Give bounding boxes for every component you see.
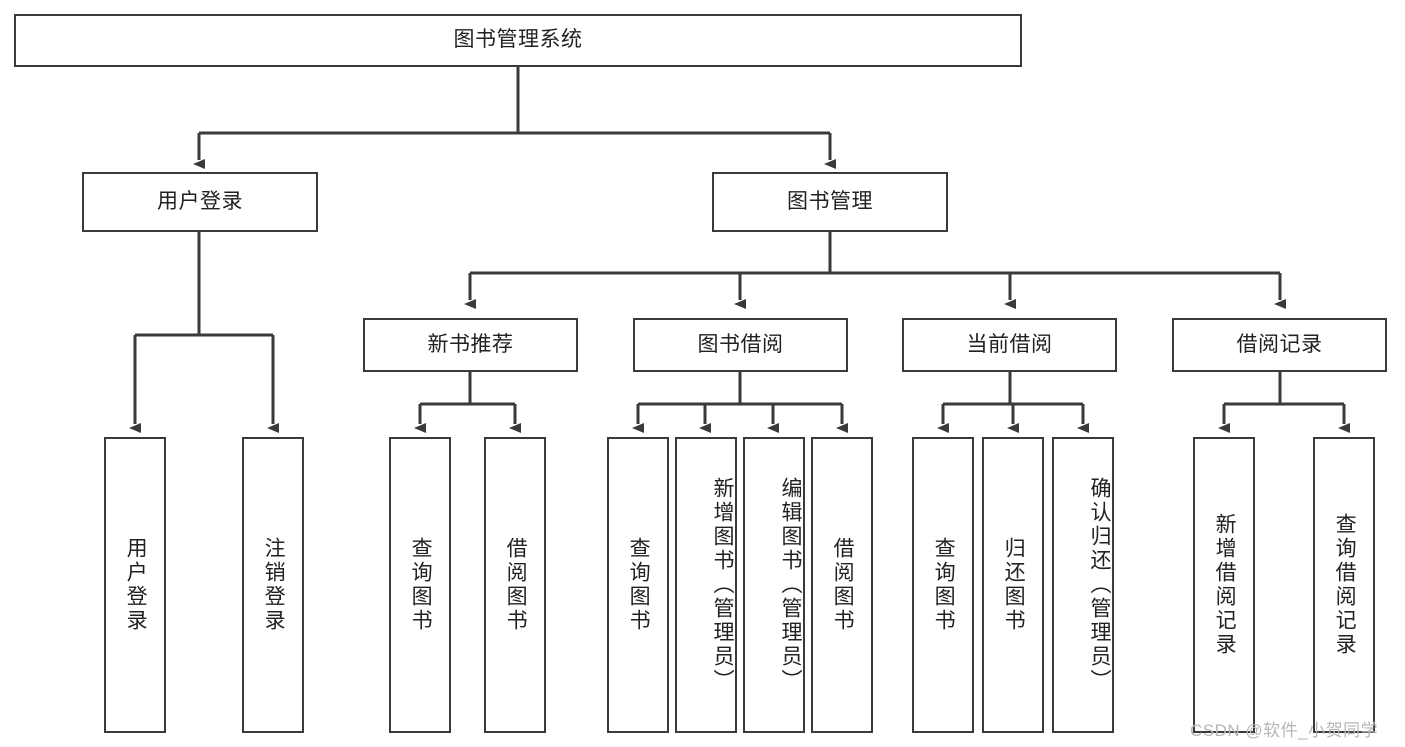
node-leaf-user-login[interactable]: 用户登录 — [104, 437, 166, 733]
node-leaf-query-book-3[interactable]: 查询图书 — [912, 437, 974, 733]
node-new-book-recommend-label: 新书推荐 — [427, 332, 514, 356]
node-book-borrow-label: 图书借阅 — [697, 332, 784, 356]
node-root-label: 图书管理系统 — [453, 28, 583, 52]
node-leaf-query-book-1[interactable]: 查询图书 — [389, 437, 451, 733]
node-leaf-borrow-book-2[interactable]: 借阅图书 — [811, 437, 873, 733]
node-new-book-recommend[interactable]: 新书推荐 — [363, 318, 578, 372]
node-leaf-query-book-1-label: 查询图书 — [409, 537, 433, 633]
node-leaf-edit-book[interactable]: 编辑图书（管理员） — [743, 437, 805, 733]
node-current-borrow-label: 当前借阅 — [966, 332, 1053, 356]
node-leaf-user-login-label: 用户登录 — [124, 537, 148, 633]
node-book-manage-label: 图书管理 — [787, 189, 873, 213]
node-leaf-return-book[interactable]: 归还图书 — [982, 437, 1044, 733]
node-leaf-edit-book-label: 编辑图书（管理员） — [779, 477, 802, 693]
node-leaf-query-record-label: 查询借阅记录 — [1333, 513, 1357, 657]
node-leaf-confirm-return[interactable]: 确认归还（管理员） — [1052, 437, 1114, 733]
node-leaf-borrow-book-2-label: 借阅图书 — [831, 537, 855, 633]
node-user-login[interactable]: 用户登录 — [82, 172, 318, 232]
node-leaf-query-book-3-label: 查询图书 — [932, 537, 956, 633]
node-leaf-confirm-return-label: 确认归还（管理员） — [1088, 477, 1111, 693]
node-leaf-add-book[interactable]: 新增图书（管理员） — [675, 437, 737, 733]
node-leaf-user-logout-label: 注销登录 — [262, 537, 286, 633]
node-leaf-query-book-2[interactable]: 查询图书 — [607, 437, 669, 733]
node-leaf-borrow-book-1[interactable]: 借阅图书 — [484, 437, 546, 733]
node-borrow-record-label: 借阅记录 — [1236, 332, 1323, 356]
node-book-manage[interactable]: 图书管理 — [712, 172, 948, 232]
watermark-text: CSDN @软件_小贺同学 — [1190, 721, 1379, 740]
node-borrow-record[interactable]: 借阅记录 — [1172, 318, 1387, 372]
node-current-borrow[interactable]: 当前借阅 — [902, 318, 1117, 372]
node-leaf-query-book-2-label: 查询图书 — [627, 537, 651, 633]
node-leaf-borrow-book-1-label: 借阅图书 — [504, 537, 528, 633]
node-leaf-add-record-label: 新增借阅记录 — [1213, 513, 1237, 657]
node-leaf-query-record[interactable]: 查询借阅记录 — [1313, 437, 1375, 733]
node-user-login-label: 用户登录 — [157, 189, 243, 213]
node-root[interactable]: 图书管理系统 — [14, 14, 1022, 67]
node-leaf-return-book-label: 归还图书 — [1002, 537, 1026, 633]
node-leaf-add-book-label: 新增图书（管理员） — [711, 477, 734, 693]
node-book-borrow[interactable]: 图书借阅 — [633, 318, 848, 372]
node-leaf-add-record[interactable]: 新增借阅记录 — [1193, 437, 1255, 733]
node-leaf-user-logout[interactable]: 注销登录 — [242, 437, 304, 733]
